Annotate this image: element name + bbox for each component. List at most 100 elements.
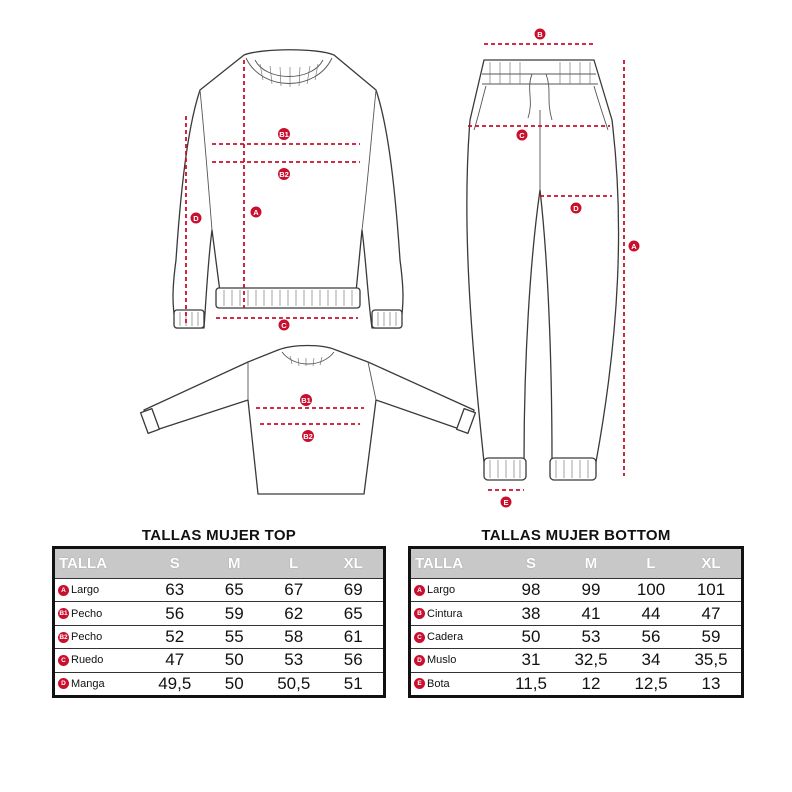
cell-m: 65 bbox=[204, 577, 264, 602]
garment-illustrations: A B1 B2 C D B1 B2 B C D A E bbox=[139, 27, 641, 509]
marker-c-pants: C bbox=[515, 128, 529, 142]
svg-text:A: A bbox=[631, 242, 637, 251]
row-label-text: Muslo bbox=[427, 654, 457, 667]
marker-badge: D bbox=[58, 678, 69, 690]
cell-l: 58 bbox=[264, 624, 324, 649]
svg-text:C: C bbox=[519, 131, 525, 140]
svg-text:B2: B2 bbox=[279, 170, 289, 179]
marker-b-pants: B bbox=[533, 27, 547, 41]
cell-l: 53 bbox=[264, 648, 324, 673]
cell-s: 98 bbox=[501, 577, 561, 602]
cell-s: 11,5 bbox=[501, 671, 561, 695]
svg-text:B: B bbox=[537, 30, 543, 39]
marker-b1-back: B1 bbox=[299, 393, 313, 407]
cell-s: 63 bbox=[145, 577, 205, 602]
cell-l: 50,5 bbox=[264, 671, 324, 695]
header-l: L bbox=[264, 549, 324, 579]
cell-xl: 61 bbox=[323, 624, 383, 649]
cell-s: 47 bbox=[145, 648, 205, 673]
sweatshirt-front-drawing bbox=[172, 49, 404, 329]
marker-b2-back: B2 bbox=[301, 429, 315, 443]
cell-s: 31 bbox=[501, 648, 561, 673]
top-table-title: TALLAS MUJER TOP bbox=[141, 527, 297, 544]
cell-m: 32,5 bbox=[561, 648, 621, 673]
cell-s: 38 bbox=[501, 601, 561, 626]
cell-xl: 69 bbox=[323, 577, 383, 602]
cell-m: 50 bbox=[204, 671, 264, 695]
cell-l: 67 bbox=[264, 577, 324, 602]
svg-text:B1: B1 bbox=[279, 130, 289, 139]
cell-m: 12 bbox=[561, 671, 621, 695]
row-label-text: Cadera bbox=[427, 631, 464, 644]
bottom-table-header-row: TALLA S M L XL bbox=[411, 549, 741, 579]
marker-e-pants: E bbox=[499, 495, 513, 509]
jogger-pants-drawing bbox=[466, 59, 620, 481]
marker-badge: B1 bbox=[58, 608, 69, 620]
header-xl: XL bbox=[323, 549, 383, 579]
row-label-text: Pecho bbox=[71, 607, 103, 620]
marker-d-pants: D bbox=[569, 201, 583, 215]
header-talla: TALLA bbox=[55, 549, 145, 579]
header-talla: TALLA bbox=[411, 549, 501, 579]
row-label-text: Ruedo bbox=[71, 654, 104, 667]
marker-b2-top: B2 bbox=[277, 167, 291, 181]
cell-xl: 51 bbox=[323, 671, 383, 695]
row-label-text: Bota bbox=[427, 677, 450, 690]
marker-badge: B bbox=[414, 608, 425, 620]
cell-l: 44 bbox=[621, 601, 681, 626]
cell-xl: 65 bbox=[323, 601, 383, 626]
svg-text:B1: B1 bbox=[301, 396, 311, 405]
cell-s: 56 bbox=[145, 601, 205, 626]
marker-b1-top: B1 bbox=[277, 127, 291, 141]
cell-s: 52 bbox=[145, 624, 205, 649]
header-l: L bbox=[621, 549, 681, 579]
marker-d-top: D bbox=[189, 211, 203, 225]
svg-text:A: A bbox=[253, 208, 259, 217]
marker-badge: E bbox=[414, 678, 425, 690]
cell-xl: 101 bbox=[681, 577, 741, 602]
header-xl: XL bbox=[681, 549, 741, 579]
cell-xl: 59 bbox=[681, 624, 741, 649]
svg-text:C: C bbox=[281, 321, 287, 330]
cell-m: 59 bbox=[204, 601, 264, 626]
cell-m: 50 bbox=[204, 648, 264, 673]
cell-l: 34 bbox=[621, 648, 681, 673]
cell-xl: 56 bbox=[323, 648, 383, 673]
marker-c-top: C bbox=[277, 318, 291, 332]
sweatshirt-back-drawing bbox=[139, 344, 477, 495]
marker-a-top: A bbox=[249, 205, 263, 219]
cell-xl: 47 bbox=[681, 601, 741, 626]
cell-l: 12,5 bbox=[621, 671, 681, 695]
cell-m: 55 bbox=[204, 624, 264, 649]
row-label-text: Cintura bbox=[427, 607, 463, 620]
svg-text:B2: B2 bbox=[303, 432, 313, 441]
top-table-header-row: TALLA S M L XL bbox=[55, 549, 383, 579]
marker-badge: B2 bbox=[58, 631, 69, 643]
measurement-lines bbox=[185, 43, 625, 491]
header-s: S bbox=[145, 549, 205, 579]
cell-m: 99 bbox=[561, 577, 621, 602]
cell-m: 53 bbox=[561, 624, 621, 649]
bottom-table-title: TALLAS MUJER BOTTOM bbox=[481, 527, 671, 544]
